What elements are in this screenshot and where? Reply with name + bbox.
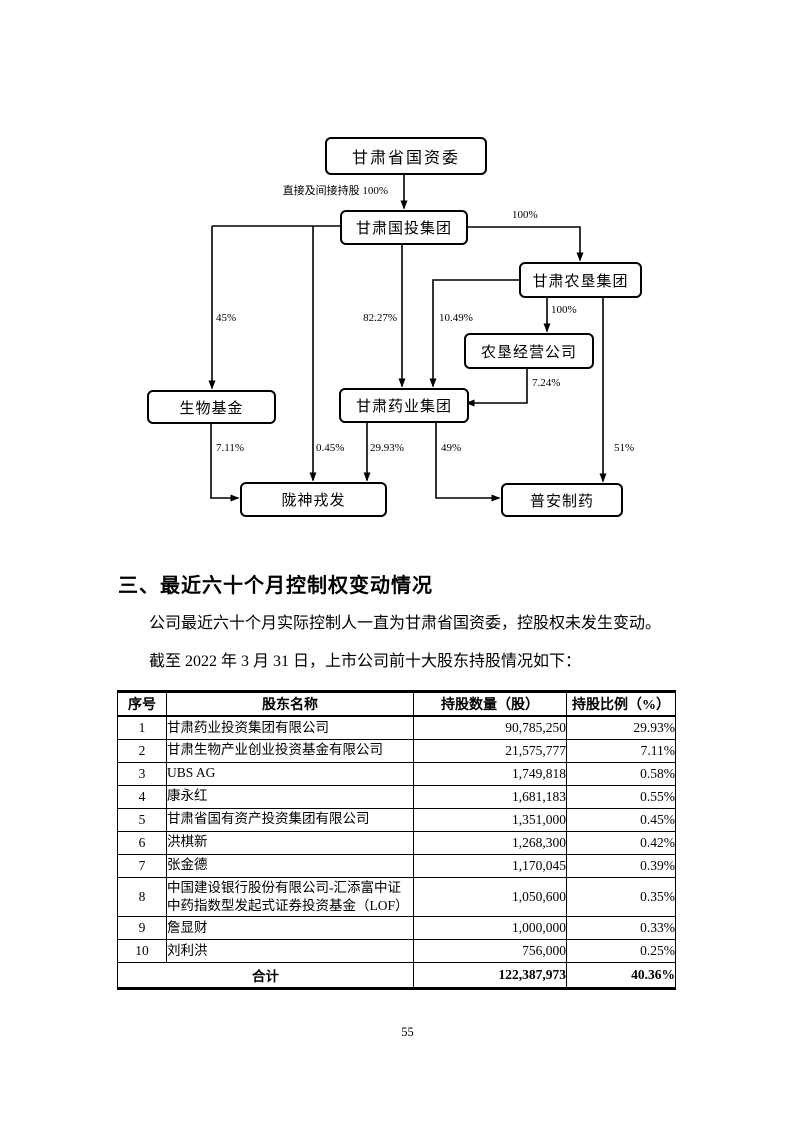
header-no: 序号 xyxy=(117,691,167,717)
edge-label-yaoye-longshen: 29.93% xyxy=(370,442,404,454)
cell-name: 詹显财 xyxy=(166,915,414,940)
cell-shares: 1,681,183 xyxy=(413,784,567,809)
cell-shares: 756,000 xyxy=(413,938,567,963)
diagram-node-yaoye: 甘肃药业集团 xyxy=(339,388,469,423)
edge-label-nongken-yaoye: 10.49% xyxy=(439,312,473,324)
edge-label-yaoye-puan: 49% xyxy=(441,442,462,454)
cell-shares: 21,575,777 xyxy=(413,738,567,763)
total-ratio: 40.36% xyxy=(566,961,676,989)
diagram-node-longshen: 陇神戎发 xyxy=(240,482,387,517)
diagram-node-puan: 普安制药 xyxy=(501,483,623,517)
cell-name: 刘利洪 xyxy=(166,938,414,963)
cell-no: 10 xyxy=(117,938,167,963)
cell-shares: 1,351,000 xyxy=(413,807,567,832)
cell-name: 中国建设银行股份有限公司-汇添富中证中药指数型发起式证券投资基金（LOF） xyxy=(166,876,414,917)
diagram-connectors xyxy=(208,171,607,502)
header-name: 股东名称 xyxy=(166,691,414,717)
paragraph-table-intro: 截至 2022 年 3 月 31 日，上市公司前十大股东持股情况如下： xyxy=(149,653,582,670)
cell-name: 甘肃生物产业创业投资基金有限公司 xyxy=(166,738,414,763)
edge-label-guotou-nongken: 100% xyxy=(512,209,538,221)
diagram-node-nkjy: 农垦经营公司 xyxy=(464,333,594,369)
cell-ratio: 0.25% xyxy=(566,938,676,963)
cell-ratio: 0.42% xyxy=(566,830,676,855)
edge-label-guotou-yaoye: 82.27% xyxy=(363,312,397,324)
cell-name: 张金德 xyxy=(166,853,414,878)
cell-shares: 1,749,818 xyxy=(413,761,567,786)
cell-no: 4 xyxy=(117,784,167,809)
cell-ratio: 0.55% xyxy=(566,784,676,809)
diagram-node-gov: 甘肃省国资委 xyxy=(325,137,487,175)
section-heading: 三、最近六十个月控制权变动情况 xyxy=(118,575,433,597)
total-shares: 122,387,973 xyxy=(413,961,567,989)
header-shares: 持股数量（股） xyxy=(413,691,567,717)
cell-no: 3 xyxy=(117,761,167,786)
cell-shares: 1,000,000 xyxy=(413,915,567,940)
cell-ratio: 0.45% xyxy=(566,807,676,832)
cell-ratio: 7.11% xyxy=(566,738,676,763)
cell-no: 2 xyxy=(117,738,167,763)
table-header-row: 序号 股东名称 持股数量（股） 持股比例（%） xyxy=(117,691,676,717)
edge-label-nkjy-yaoye: 7.24% xyxy=(532,377,561,389)
table-total-row: 合计 122,387,973 40.36% xyxy=(117,961,676,989)
cell-ratio: 0.35% xyxy=(566,876,676,917)
cell-shares: 1,050,600 xyxy=(413,876,567,917)
cell-no: 7 xyxy=(117,853,167,878)
diagram-node-guotou: 甘肃国投集团 xyxy=(340,210,468,245)
cell-name: 洪棋新 xyxy=(166,830,414,855)
cell-ratio: 29.93% xyxy=(566,715,676,740)
cell-shares: 1,268,300 xyxy=(413,830,567,855)
edge-label-nongken-puan: 51% xyxy=(614,442,635,454)
cell-no: 5 xyxy=(117,807,167,832)
paragraph-control-change: 公司最近六十个月实际控制人一直为甘肃省国资委，控股权未发生变动。 xyxy=(149,615,662,632)
cell-name: 康永红 xyxy=(166,784,414,809)
header-ratio: 持股比例（%） xyxy=(566,691,676,717)
total-label: 合计 xyxy=(117,961,414,989)
cell-name: 甘肃药业投资集团有限公司 xyxy=(166,715,414,740)
diagram-node-swjj: 生物基金 xyxy=(147,390,276,424)
cell-no: 8 xyxy=(117,876,167,917)
page-number: 55 xyxy=(401,1025,414,1039)
cell-no: 6 xyxy=(117,830,167,855)
diagram-node-nongken: 甘肃农垦集团 xyxy=(519,262,642,298)
edge-label-guotou-longshen: 0.45% xyxy=(316,442,345,454)
cell-no: 9 xyxy=(117,915,167,940)
cell-ratio: 0.58% xyxy=(566,761,676,786)
cell-name: 甘肃省国有资产投资集团有限公司 xyxy=(166,807,414,832)
edge-label-swjj-longshen: 7.11% xyxy=(216,442,245,454)
cell-ratio: 0.33% xyxy=(566,915,676,940)
cell-ratio: 0.39% xyxy=(566,853,676,878)
edge-label-direct-indirect: 直接及间接持股 100% xyxy=(282,185,388,197)
ownership-structure-diagram: 甘肃省国资委 甘肃国投集团 甘肃农垦集团 农垦经营公司 生物基金 甘肃药业集团 … xyxy=(0,0,793,560)
cell-no: 1 xyxy=(117,715,167,740)
cell-name: UBS AG xyxy=(166,761,414,786)
edge-label-guotou-swjj: 45% xyxy=(216,312,237,324)
cell-shares: 90,785,250 xyxy=(413,715,567,740)
edge-label-nongken-nkjy: 100% xyxy=(551,304,577,316)
cell-shares: 1,170,045 xyxy=(413,853,567,878)
